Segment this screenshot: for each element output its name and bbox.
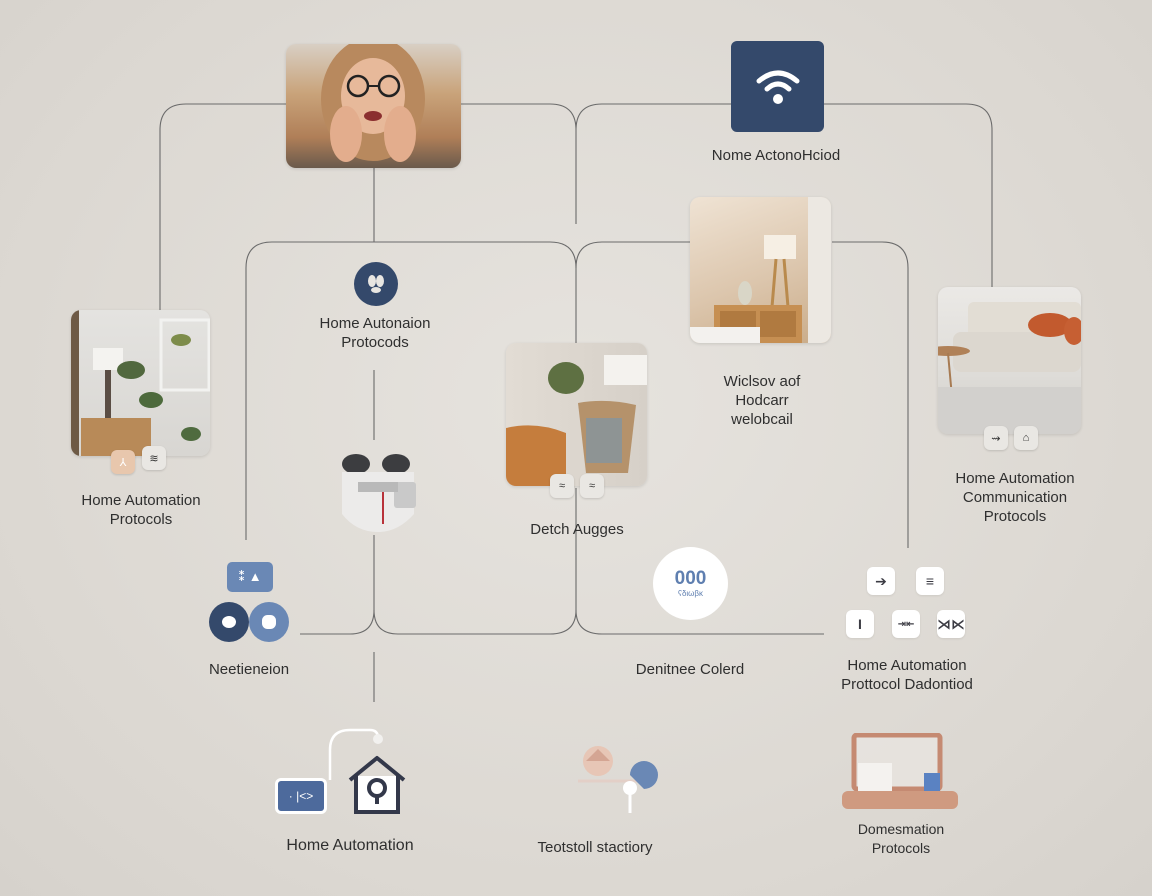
link-chip[interactable]: ⇝ (984, 426, 1008, 450)
sofa-living-room-photo[interactable] (938, 287, 1081, 434)
expand-icon: ⋊⋉ (937, 615, 965, 632)
label-line: Hodcarr (735, 392, 789, 409)
collapse-icon: ⇥⇤ (897, 618, 915, 630)
thermostat-label: Teotstoll stactiory (537, 839, 653, 856)
wave-chip[interactable]: ≋ (142, 446, 166, 470)
node-button[interactable] (209, 602, 249, 642)
label-line: Communication (962, 489, 1068, 506)
label-line: Home Automation (955, 470, 1075, 487)
signal-chip[interactable]: ≈ (580, 474, 604, 498)
label-line: Protocols (983, 508, 1047, 525)
lamp-room-label: Wiclsov aof Hodcarr welobcail (724, 372, 801, 429)
network-badge[interactable]: ⁑ ▲ (227, 562, 273, 592)
lamp-room-illustration (690, 197, 831, 343)
label-line: Protocols (109, 511, 173, 528)
connector-bottom-loop-left (373, 488, 577, 635)
shelf-icon[interactable] (840, 733, 960, 811)
link-icon: ⇝ (991, 432, 1001, 445)
flower-icon (262, 615, 276, 629)
hub-icon: ⅄ (119, 456, 127, 469)
protocols-cluster-button[interactable] (354, 262, 398, 306)
plant-shelf-photo[interactable] (71, 310, 210, 456)
sync-icon: ≈ (558, 480, 566, 492)
chair-room-label: Detch Augges (530, 521, 624, 538)
counter-caption: ʕδιωβκ (677, 589, 704, 598)
label-line: Home Automation (81, 492, 201, 509)
left-room-label: Home Automation Protocols (81, 491, 200, 529)
grid-button-menu[interactable]: ≡ (916, 567, 944, 595)
arrow-right-icon: ➔ (875, 572, 887, 589)
label-line: Home Automation (847, 657, 967, 674)
cluster-icon (368, 275, 384, 293)
smart-device-icon (342, 454, 416, 532)
thermostat-icon[interactable] (578, 745, 658, 815)
connector-bottom-loop-right (575, 609, 824, 635)
building-icon: ⌂ (1022, 432, 1030, 444)
sofa-illustration (938, 302, 1081, 434)
button-grid-label: Home Automation Prottocol Dadontiod (841, 656, 973, 694)
bar-icon: I (858, 616, 862, 632)
grid-button-collapse[interactable]: ⇥⇤ (892, 610, 920, 638)
wave-icon: ≋ (149, 452, 159, 465)
code-icon: · |<> (288, 789, 314, 803)
code-badge[interactable]: · |<> (275, 778, 327, 814)
grid-button-pause[interactable]: I (846, 610, 874, 638)
label-line: Prottocol Dadontiod (841, 676, 973, 693)
portrait-photo[interactable] (286, 44, 461, 168)
wifi-label: Nome ActonoHciod (711, 147, 841, 164)
label-line: Wiclsov aof (723, 373, 801, 390)
wifi-icon (756, 70, 799, 104)
menu-icon: ≡ (925, 573, 935, 589)
home-label: Home Automation (286, 837, 414, 854)
label-line: Domesmation (857, 821, 945, 837)
house-icon[interactable] (344, 754, 410, 816)
connector-mid-right (575, 241, 690, 269)
signal-icon: ≈ (588, 480, 596, 492)
grid-button-expand[interactable]: ⋊⋉ (937, 610, 965, 638)
smart-device[interactable] (338, 452, 422, 536)
flower-button[interactable] (249, 602, 289, 642)
sync-chip[interactable]: ≈ (550, 474, 574, 498)
protocols-center-label: Home Autonaion Protocods (320, 314, 431, 352)
connector-mid-left (245, 241, 577, 540)
counter-label: Denitnee Colerd (635, 661, 745, 678)
grid-button-forward[interactable]: ➔ (867, 567, 895, 595)
connector-mid-far-right (832, 241, 909, 548)
label-line: Home Autonaion (319, 315, 431, 332)
label-line: Protocods (341, 334, 409, 351)
node-icon (222, 616, 236, 628)
connector-device-stem (300, 535, 375, 635)
network-badge-text: ⁑ ▲ (238, 569, 262, 584)
cable-icon (328, 728, 383, 780)
armchair-photo[interactable] (506, 343, 647, 486)
label-line: Protocols (871, 840, 931, 856)
connector-top-left (159, 103, 286, 310)
network-label: Neetieneion (208, 661, 290, 678)
armchair-illustration (506, 355, 647, 486)
hub-chip[interactable]: ⅄ (111, 450, 135, 474)
portrait-illustration (321, 44, 425, 162)
wifi-tile[interactable] (731, 41, 824, 132)
sideboard-lamp-photo[interactable] (690, 197, 831, 343)
label-line: welobcail (731, 411, 793, 428)
shelf-label: Domesmation Protocols (858, 820, 944, 858)
connector-top-right (824, 103, 993, 288)
connector-top-middle (460, 103, 732, 131)
right-room-label: Home Automation Communication Protocols (955, 469, 1074, 526)
building-chip[interactable]: ⌂ (1014, 426, 1038, 450)
counter-value: 000 (674, 568, 707, 589)
counter-circle[interactable]: 000 ʕδιωβκ (653, 547, 728, 620)
plant-shelf-illustration (71, 310, 210, 456)
